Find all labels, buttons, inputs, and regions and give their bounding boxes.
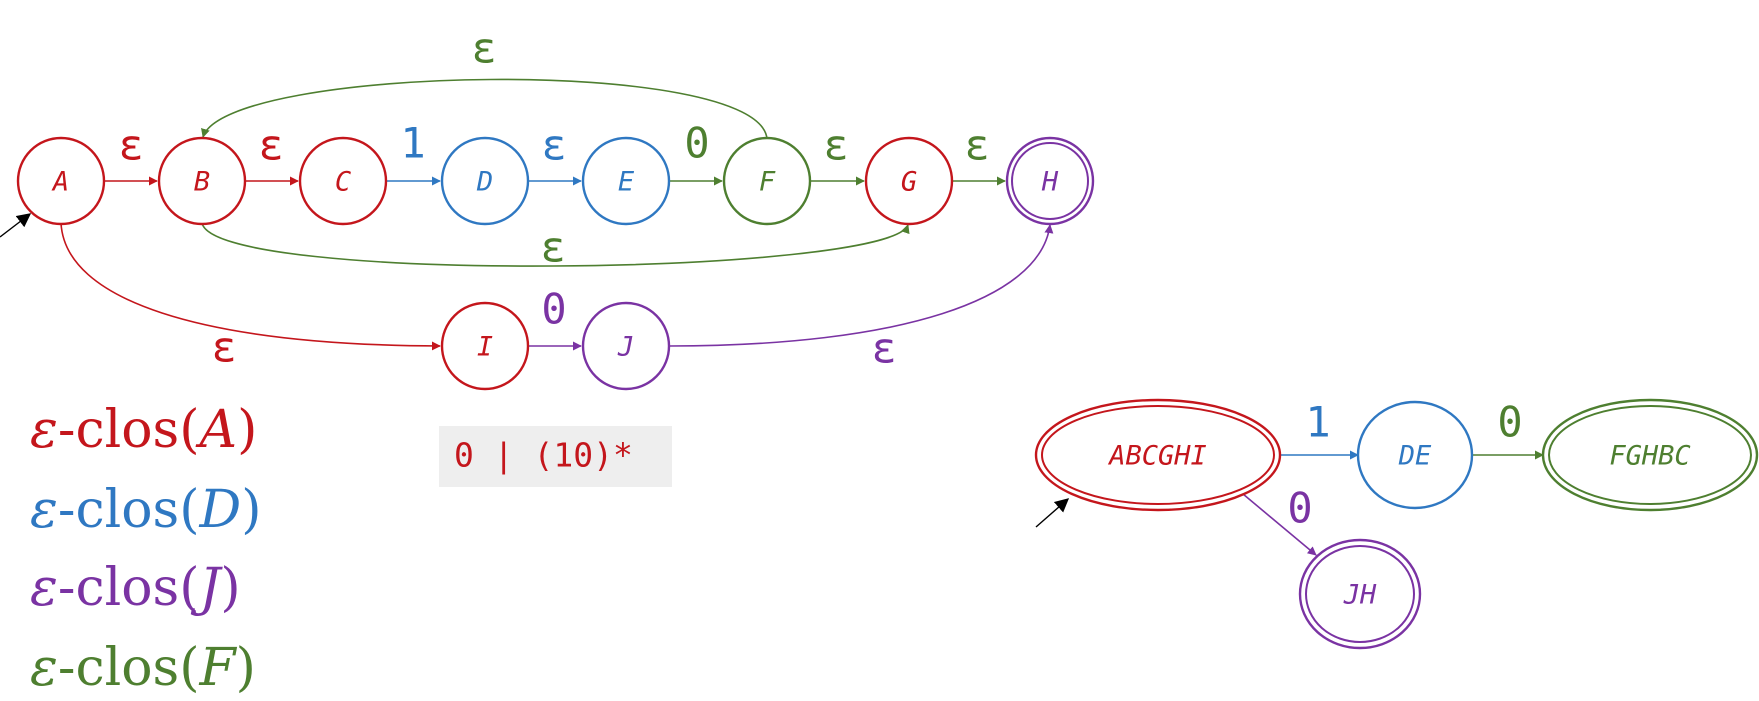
closure-close-paren: ) <box>237 400 257 460</box>
nfa-edge-label-a-b: ε <box>118 121 143 170</box>
nfa-edge-label-j-h: ε <box>871 324 896 373</box>
regex-box: 0 | (10)* <box>439 426 672 487</box>
dfa-state-label: FGHBC <box>1609 441 1690 472</box>
closure-a: ε-clos(A) <box>30 400 257 460</box>
dfa-state-ellipse <box>1298 538 1422 650</box>
nfa-state-circle <box>864 136 954 226</box>
nfa-accept-ring <box>1011 142 1089 220</box>
nfa-edge-f-b <box>201 78 768 140</box>
dfa-accept-ring <box>1548 405 1752 505</box>
dfa-accept-ring <box>1041 405 1275 505</box>
dfa-state-label: JH <box>1343 580 1377 611</box>
closure-epsilon: ε <box>30 400 58 460</box>
nfa-state-e: E <box>581 136 671 226</box>
nfa-edge-label-c-d: 1 <box>400 119 425 168</box>
dfa-states: ABCGHI DE FGHBC JH <box>1034 398 1759 650</box>
dfa-transitions: 1 0 0 <box>1035 398 1544 556</box>
dfa-state-fghbc: FGHBC <box>1541 398 1759 512</box>
dfa-edge-label-de-fghbc: 0 <box>1497 398 1522 447</box>
closure-function: -clos( <box>58 558 200 618</box>
nfa-edge-label-b-c: ε <box>258 121 283 170</box>
nfa-state-circle <box>16 136 106 226</box>
dfa-start-arrow <box>1035 498 1070 528</box>
nfa-start-arrow <box>0 213 32 238</box>
nfa-state-label: G <box>901 167 917 198</box>
regex-text: 0 | (10)* <box>454 436 633 475</box>
closure-epsilon: ε <box>30 558 58 618</box>
nfa-state-b: B <box>157 136 247 226</box>
nfa-state-circle <box>1005 136 1095 226</box>
nfa-state-label: C <box>335 167 351 198</box>
closure-function: -clos( <box>58 400 200 460</box>
closure-close-paren: ) <box>236 638 256 698</box>
nfa-edge-label-b-g: ε <box>540 223 565 272</box>
dfa-state-ellipse <box>1541 398 1759 512</box>
nfa-state-j: J <box>581 301 671 391</box>
closure-function: -clos( <box>58 638 200 698</box>
nfa-state-a: A <box>16 136 106 226</box>
nfa-edge-j-h <box>668 224 1054 347</box>
dfa-edge-label-abcghi-de: 1 <box>1305 398 1330 447</box>
dfa-edge-label-abcghi-jh: 0 <box>1287 484 1312 533</box>
nfa-state-label: B <box>194 167 210 198</box>
nfa-state-label: A <box>51 167 69 198</box>
dfa-edge-abcghi-jh <box>1242 493 1317 556</box>
nfa-edge-label-e-f: 0 <box>684 119 709 168</box>
nfa-state-circle <box>298 136 388 226</box>
nfa-edge-a-i <box>60 222 441 351</box>
dfa-state-jh: JH <box>1298 538 1422 650</box>
nfa-state-h: H <box>1005 136 1095 226</box>
nfa-edge-label-a-i: ε <box>211 323 236 372</box>
closure-function: -clos( <box>58 480 200 540</box>
nfa-edge-label-d-e: ε <box>541 121 566 170</box>
nfa-edge-label-i-j: 0 <box>541 285 566 334</box>
dfa-state-ellipse <box>1034 398 1282 512</box>
nfa-state-label: H <box>1041 167 1059 198</box>
dfa-state-label: DE <box>1398 441 1432 472</box>
closure-close-paren: ) <box>241 480 261 540</box>
nfa-state-circle <box>581 136 671 226</box>
regex-background <box>439 426 672 487</box>
dfa-state-de: DE <box>1356 400 1474 510</box>
nfa-state-circle <box>440 136 530 226</box>
nfa-state-label: I <box>477 332 493 363</box>
nfa-state-label: E <box>618 167 635 198</box>
nfa-state-circle <box>722 136 812 226</box>
nfa-edge-b-g <box>201 222 910 267</box>
nfa-states: A B C D E F G H I J <box>16 136 1095 391</box>
nfa-state-label: F <box>759 167 776 198</box>
nfa-state-g: G <box>864 136 954 226</box>
nfa-state-label: J <box>617 332 634 363</box>
closure-f: ε-clos(F) <box>30 638 256 698</box>
closure-argument: D <box>199 480 242 540</box>
dfa-accept-ring <box>1305 545 1415 643</box>
closure-argument: A <box>196 400 238 460</box>
dfa-state-abcghi: ABCGHI <box>1034 398 1282 512</box>
closure-epsilon: ε <box>30 480 58 540</box>
dfa-state-ellipse <box>1356 400 1474 510</box>
dfa-state-label: ABCGHI <box>1107 441 1207 472</box>
closure-close-paren: ) <box>220 558 240 618</box>
nfa-state-circle <box>581 301 671 391</box>
nfa-state-f: F <box>722 136 812 226</box>
nfa-state-circle <box>440 301 530 391</box>
nfa-edge-label-g-h: ε <box>964 121 989 170</box>
closure-d: ε-clos(D) <box>30 480 262 540</box>
nfa-edge-label-f-g: ε <box>823 121 848 170</box>
nfa-state-d: D <box>440 136 530 226</box>
nfa-state-label: D <box>476 167 493 198</box>
closure-argument: F <box>199 638 238 698</box>
epsilon-closure-list: ε-clos(A)ε-clos(D)ε-clos(J)ε-clos(F) <box>30 400 262 698</box>
closure-epsilon: ε <box>30 638 58 698</box>
nfa-state-i: I <box>440 301 530 391</box>
nfa-edge-label-f-b: ε <box>471 24 496 73</box>
closure-j: ε-clos(J) <box>30 558 241 618</box>
nfa-state-circle <box>157 136 247 226</box>
nfa-state-c: C <box>298 136 388 226</box>
